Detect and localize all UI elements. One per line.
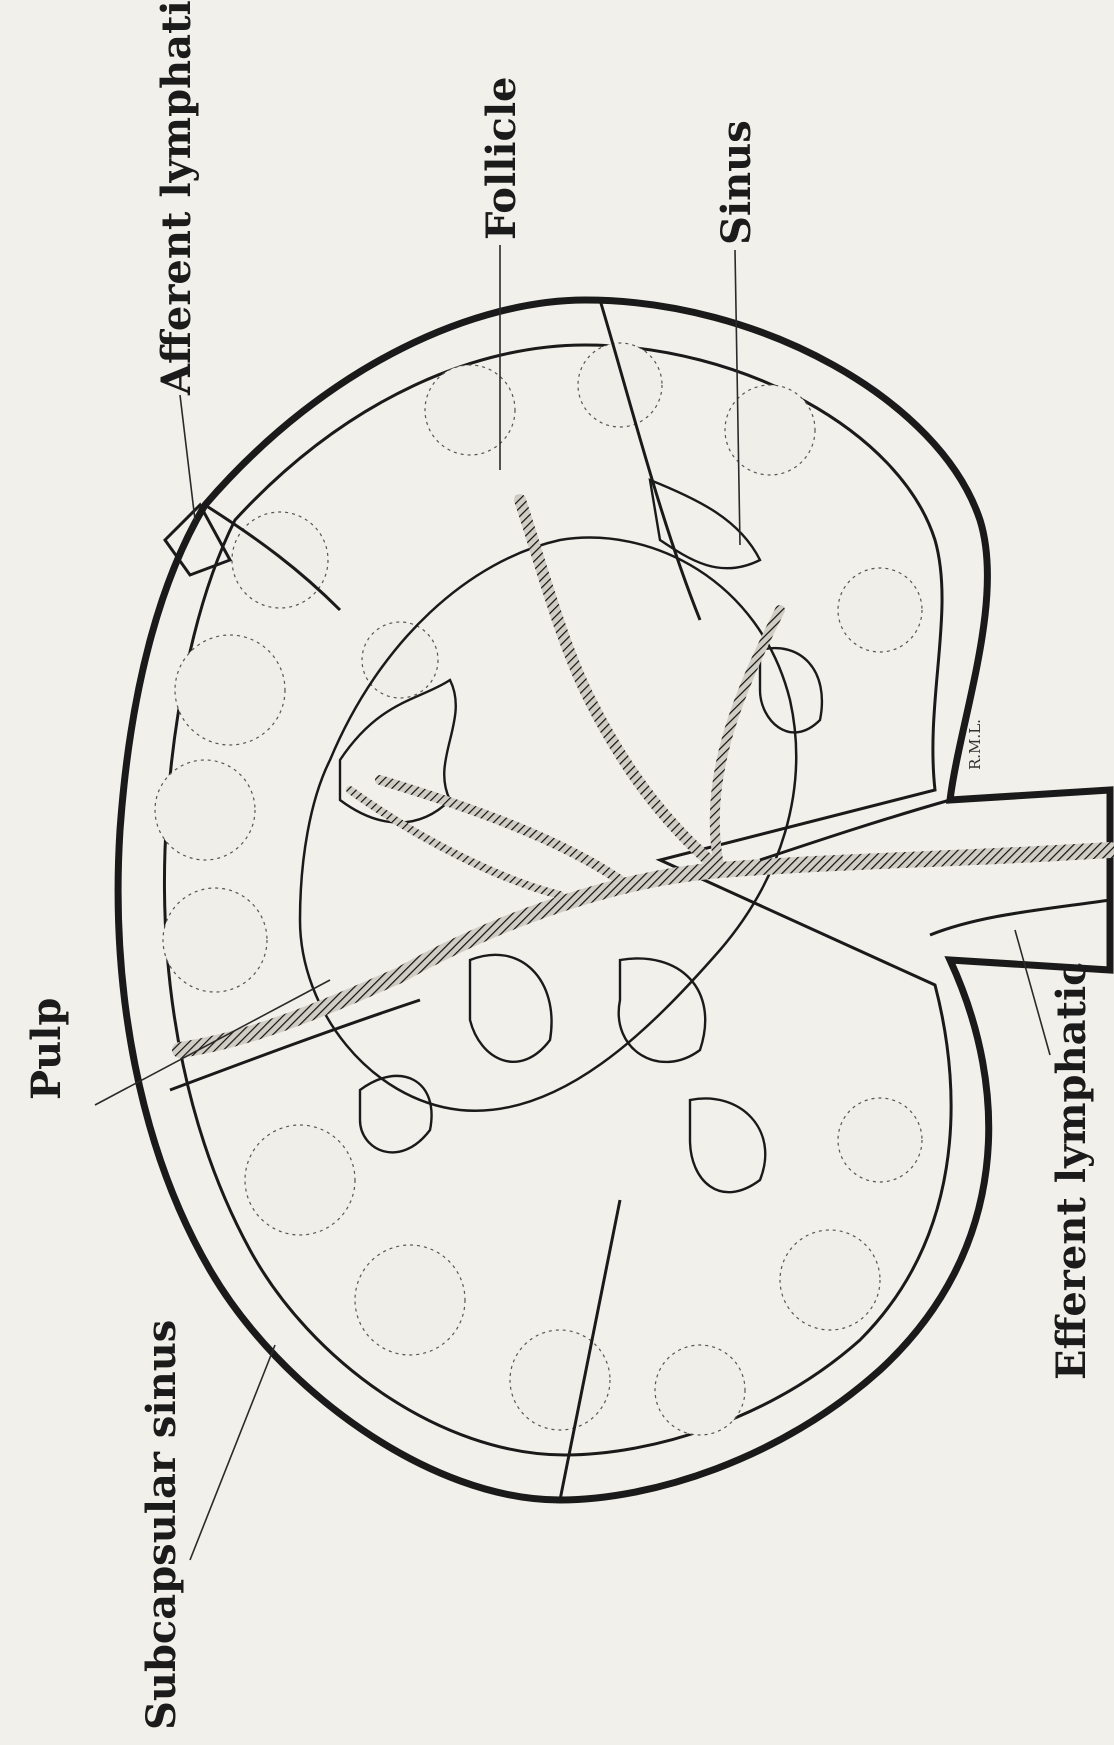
label-efferent-lymphatic: Efferent lymphatic	[1048, 961, 1095, 1380]
label-afferent-lymphatic: Afferent lymphatic	[153, 0, 200, 396]
capsule	[118, 300, 1110, 1500]
label-pulp: Pulp	[23, 998, 70, 1100]
medulla	[300, 538, 796, 1111]
artist-initials: R.M.L.	[966, 719, 984, 770]
label-sinus: Sinus	[713, 120, 760, 245]
label-follicle: Follicle	[478, 77, 525, 240]
efferent-vessel	[930, 900, 1110, 935]
label-subcapsular-sinus: Subcapsular sinus	[138, 1320, 185, 1730]
